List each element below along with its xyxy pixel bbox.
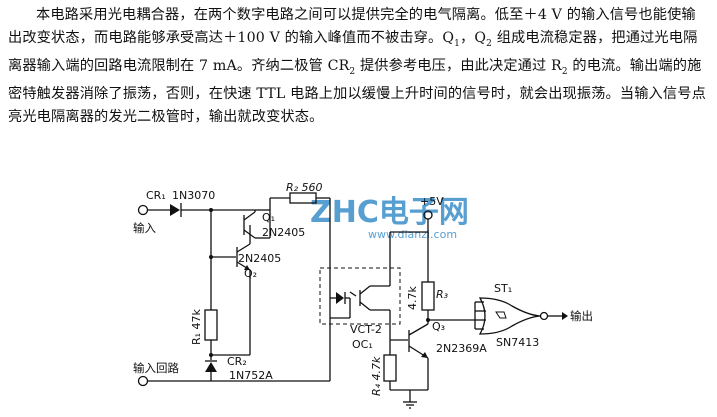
opto-led bbox=[329, 292, 351, 319]
st1-schmitt-gate bbox=[474, 297, 549, 335]
q2-part-label: 2N2405 bbox=[238, 252, 281, 265]
para-text-5: 的电流。输出端的施密特触发器消除了振荡，否则，在快速 TTL 电路上加以缓慢上升… bbox=[8, 58, 706, 126]
output-arrow-icon bbox=[562, 312, 568, 320]
ground-icon bbox=[403, 401, 417, 409]
st1-part-label: SN7413 bbox=[496, 336, 539, 349]
para-text-1: 本电路采用光电耦合器，在两个数字电路之间可以提供完全的电气隔离。低至＋4 V 的… bbox=[8, 7, 696, 46]
watermark-url: www.dianzi.com bbox=[368, 228, 457, 241]
vcc-label: +5V bbox=[420, 195, 444, 208]
r2-subscript: 2 bbox=[561, 66, 568, 77]
q3-transistor bbox=[390, 320, 429, 359]
input-return-terminal bbox=[137, 375, 149, 387]
r4-resistor bbox=[383, 354, 397, 382]
opto-label: VCT-2 bbox=[350, 323, 382, 336]
r3-resistor bbox=[421, 281, 435, 311]
para-text-2: ，Q bbox=[460, 29, 487, 46]
para-text-4: 提供参考电压，由此决定通过 R bbox=[355, 58, 562, 75]
output-label: 输出 bbox=[570, 309, 593, 323]
q3-label: Q₃ bbox=[432, 320, 445, 333]
junction-3 bbox=[209, 255, 213, 259]
cr2-zener bbox=[205, 355, 217, 381]
cr2-subscript: 2 bbox=[349, 66, 356, 77]
q1-part-label: 2N2405 bbox=[262, 226, 305, 239]
r1-label: R₁ 47k bbox=[190, 308, 203, 345]
optocoupler-box bbox=[319, 267, 401, 325]
input-terminal bbox=[137, 204, 149, 216]
q3-part-label: 2N2369A bbox=[436, 342, 487, 355]
watermark-text: ZHC电子网 bbox=[310, 195, 469, 230]
input-label: 输入 bbox=[133, 221, 156, 235]
cr2-part-label: 1N752A bbox=[229, 369, 273, 382]
r3-value: 4.7k bbox=[406, 286, 419, 310]
q2-transistor bbox=[236, 243, 251, 271]
r1-resistor bbox=[204, 309, 218, 341]
r3-label: R₃ bbox=[436, 288, 449, 301]
oc1-label: OC₁ bbox=[352, 338, 373, 351]
opto-transistor bbox=[349, 285, 371, 311]
q1-subscript: 1 bbox=[454, 38, 461, 49]
cr1-label: CR₁ bbox=[146, 189, 166, 202]
q2-subscript: 2 bbox=[486, 38, 493, 49]
cr1-diode bbox=[170, 203, 182, 217]
r2-label: R₂ 560 bbox=[286, 181, 323, 194]
st1-label: ST₁ bbox=[494, 282, 512, 295]
input-return-label: 输入回路 bbox=[133, 361, 179, 375]
q1-label: Q₁ bbox=[262, 211, 275, 224]
description-paragraph: 本电路采用光电耦合器，在两个数字电路之间可以提供完全的电气隔离。低至＋4 V 的… bbox=[8, 4, 710, 129]
r4-label: R₄ 4.7k bbox=[370, 356, 383, 396]
cr1-part-label: 1N3070 bbox=[172, 189, 215, 202]
para-text-3: 组成电流稳定器，把通过光电隔离器输入端的回路电流限制在 7 mA。齐纳二极管 C… bbox=[8, 29, 698, 75]
cr2-label: CR₂ bbox=[227, 355, 247, 368]
